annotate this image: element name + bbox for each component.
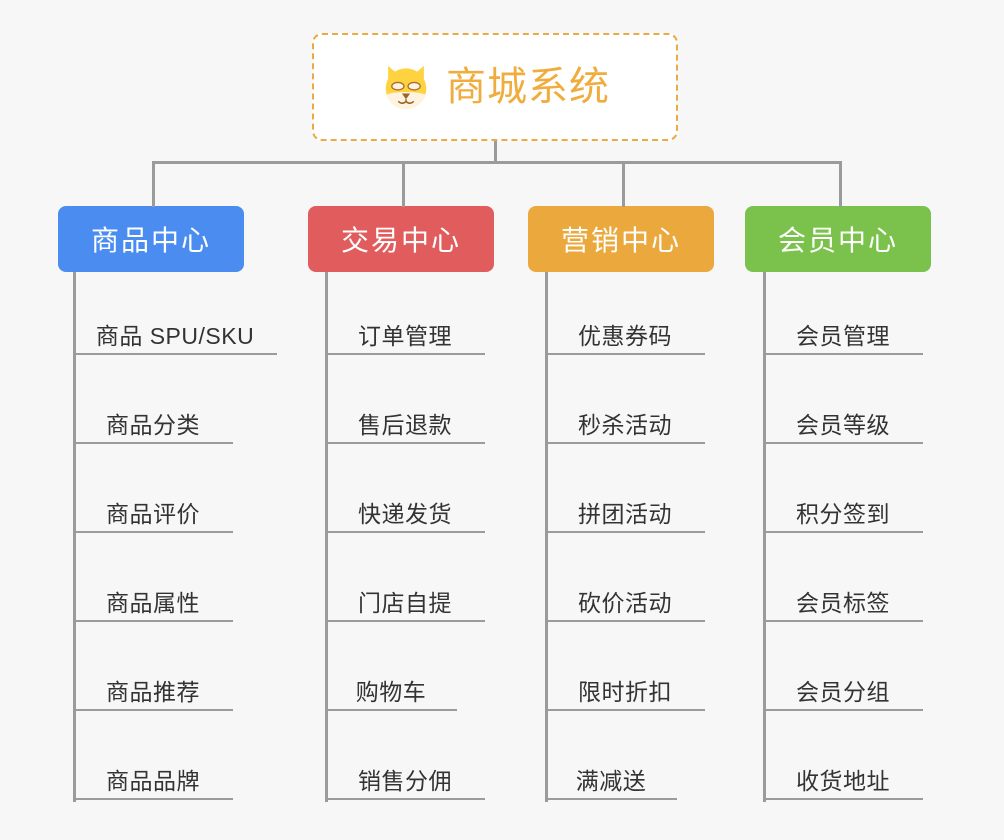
connector-root-stem <box>494 141 497 163</box>
leaf-item-label: 订单管理 <box>358 322 452 349</box>
leaf-item[interactable]: 会员分组 <box>763 667 923 711</box>
root-title: 商城系统 <box>446 65 610 109</box>
leaf-item-label: 砍价活动 <box>578 589 672 616</box>
branch-trunk-1 <box>73 272 76 802</box>
leaf-item[interactable]: 限时折扣 <box>545 667 705 711</box>
leaf-item[interactable]: 会员标签 <box>763 578 923 622</box>
branch-trunk-3 <box>545 272 548 802</box>
branch-trunk-2 <box>325 272 328 802</box>
branch-header-1[interactable]: 商品中心 <box>58 206 244 272</box>
leaf-item[interactable]: 满减送 <box>545 756 677 800</box>
leaf-item-label: 门店自提 <box>358 589 452 616</box>
leaf-item-label: 满减送 <box>575 767 647 794</box>
branch-header-label: 交易中心 <box>340 225 461 256</box>
leaf-item-label: 快递发货 <box>358 500 452 527</box>
leaf-item-label: 限时折扣 <box>578 678 672 705</box>
leaf-item-label: 收货地址 <box>796 767 890 794</box>
leaf-item[interactable]: 商品推荐 <box>73 667 233 711</box>
leaf-item-label: 拼团活动 <box>578 500 672 527</box>
connector-drop-3 <box>622 161 625 207</box>
leaf-item[interactable]: 商品 SPU/SKU <box>73 311 277 355</box>
branch-header-label: 商品中心 <box>90 225 211 256</box>
leaf-item-label: 商品分类 <box>106 411 200 438</box>
leaf-item[interactable]: 会员管理 <box>763 311 923 355</box>
leaf-item-label: 商品 SPU/SKU <box>95 322 255 349</box>
connector-drop-2 <box>402 161 405 207</box>
connector-drop-4 <box>839 161 842 207</box>
branch-trunk-4 <box>763 272 766 802</box>
leaf-item-label: 优惠券码 <box>578 322 672 349</box>
leaf-item-label: 购物车 <box>355 678 427 705</box>
leaf-item-label: 商品推荐 <box>106 678 200 705</box>
branch-header-label: 会员中心 <box>777 225 898 256</box>
leaf-item-label: 会员管理 <box>796 322 890 349</box>
leaf-item-label: 会员等级 <box>796 411 890 438</box>
leaf-item[interactable]: 优惠券码 <box>545 311 705 355</box>
leaf-item-label: 商品属性 <box>106 589 200 616</box>
leaf-item-label: 会员分组 <box>796 678 890 705</box>
branch-header-2[interactable]: 交易中心 <box>308 206 494 272</box>
leaf-item[interactable]: 会员等级 <box>763 400 923 444</box>
leaf-item[interactable]: 售后退款 <box>325 400 485 444</box>
leaf-item-label: 会员标签 <box>796 589 890 616</box>
leaf-item-label: 商品评价 <box>106 500 200 527</box>
leaf-item-label: 积分签到 <box>796 500 890 527</box>
leaf-item-label: 售后退款 <box>358 411 452 438</box>
branch-header-label: 营销中心 <box>560 225 681 256</box>
leaf-item[interactable]: 收货地址 <box>763 756 923 800</box>
leaf-item[interactable]: 销售分佣 <box>325 756 485 800</box>
leaf-item[interactable]: 商品品牌 <box>73 756 233 800</box>
leaf-item[interactable]: 商品分类 <box>73 400 233 444</box>
connector-horizontal-bus <box>152 161 840 164</box>
branch-header-4[interactable]: 会员中心 <box>745 206 931 272</box>
branch-header-3[interactable]: 营销中心 <box>528 206 714 272</box>
leaf-item-label: 销售分佣 <box>358 767 452 794</box>
leaf-item[interactable]: 购物车 <box>325 667 457 711</box>
leaf-item[interactable]: 商品评价 <box>73 489 233 533</box>
leaf-item-label: 秒杀活动 <box>578 411 672 438</box>
leaf-item[interactable]: 砍价活动 <box>545 578 705 622</box>
leaf-item[interactable]: 商品属性 <box>73 578 233 622</box>
root-node[interactable]: 商城系统 <box>312 33 678 141</box>
leaf-item[interactable]: 秒杀活动 <box>545 400 705 444</box>
leaf-item[interactable]: 门店自提 <box>325 578 485 622</box>
leaf-item[interactable]: 积分签到 <box>763 489 923 533</box>
leaf-item[interactable]: 快递发货 <box>325 489 485 533</box>
shiba-dog-face-icon <box>385 65 427 109</box>
connector-drop-1 <box>152 161 155 207</box>
leaf-item[interactable]: 拼团活动 <box>545 489 705 533</box>
leaf-item-label: 商品品牌 <box>106 767 200 794</box>
leaf-item[interactable]: 订单管理 <box>325 311 485 355</box>
